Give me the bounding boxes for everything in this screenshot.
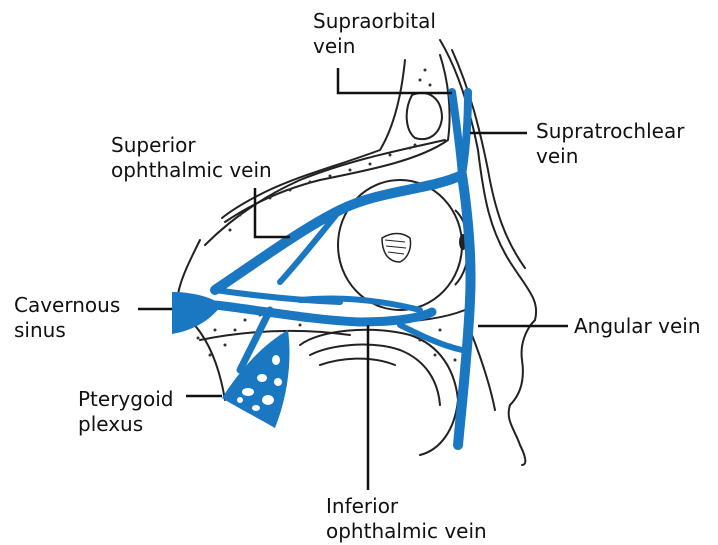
label-line: ophthalmic vein [111, 158, 272, 183]
label-line: Cavernous [14, 293, 120, 318]
label-line: Inferior [326, 494, 487, 519]
label-inferior-ophthalmic-vein: Inferior ophthalmic vein [326, 494, 487, 544]
label-line: Superior [111, 133, 272, 158]
label-line: Supraorbital [313, 9, 436, 34]
label-supraorbital-vein: Supraorbital vein [313, 9, 436, 59]
label-line: vein [536, 144, 684, 169]
label-line: ophthalmic vein [326, 519, 487, 544]
label-line: Supratrochlear [536, 119, 684, 144]
label-pterygoid-plexus: Pterygoid plexus [78, 387, 173, 437]
label-cavernous-sinus: Cavernous sinus [14, 293, 120, 343]
label-line: vein [313, 34, 436, 59]
label-line: plexus [78, 412, 173, 437]
label-angular-vein: Angular vein [574, 314, 701, 339]
label-line: sinus [14, 318, 120, 343]
label-line: Pterygoid [78, 387, 173, 412]
label-supratrochlear-vein: Supratrochlear vein [536, 119, 684, 169]
label-line: Angular vein [574, 314, 701, 339]
supratrochlear-vein-path [462, 92, 468, 175]
label-superior-ophthalmic-vein: Superior ophthalmic vein [111, 133, 272, 183]
supraorbital-leader [338, 68, 452, 93]
